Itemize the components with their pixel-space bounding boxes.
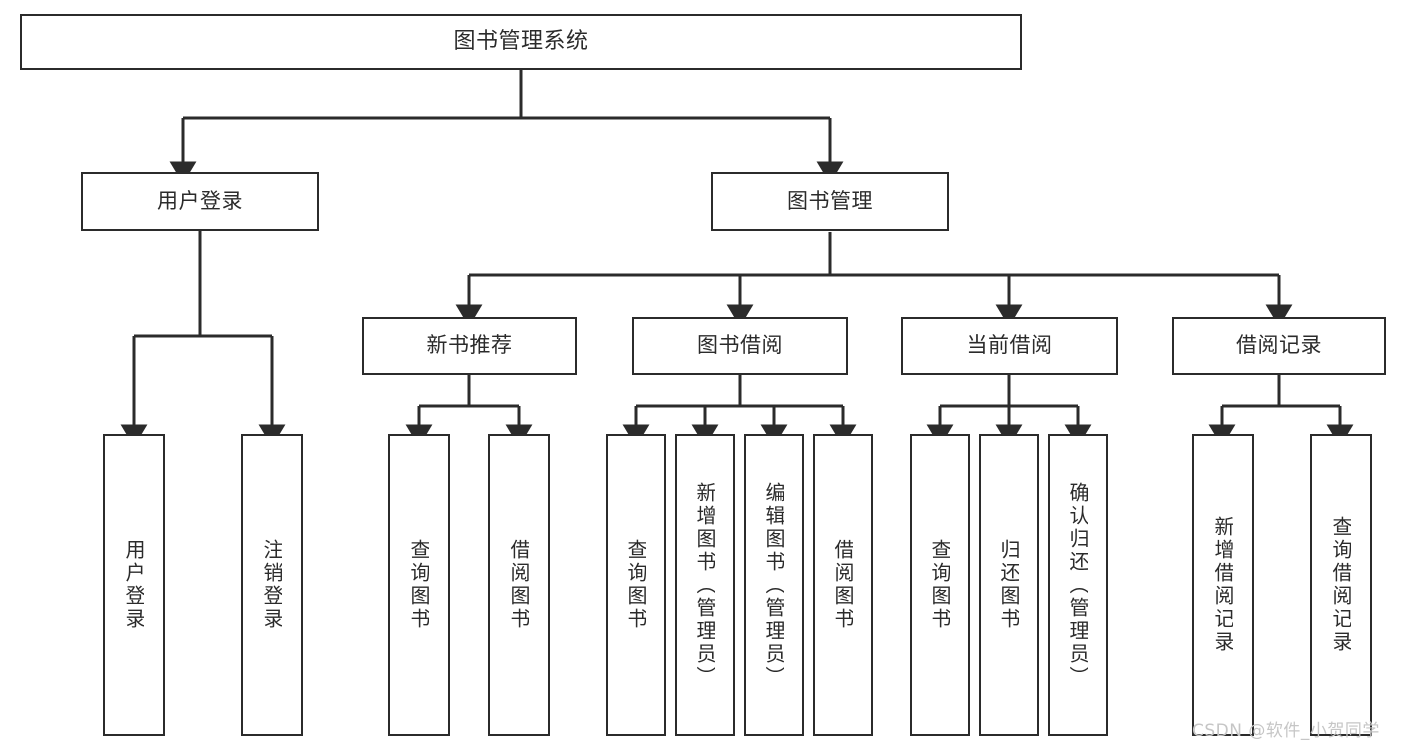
leaf-current-query-book[interactable]: 查询图书 [910, 434, 970, 736]
node-borrow-record-label: 借阅记录 [1236, 333, 1322, 358]
csdn-watermark: CSDN @软件_小贺同学 [1192, 721, 1380, 741]
leaf-user-login-signin-label: 用户登录 [124, 539, 144, 631]
node-new-book-recommend[interactable]: 新书推荐 [362, 317, 577, 375]
leaf-current-confirm-return-admin[interactable]: 确认归还（管理员） [1048, 434, 1108, 736]
leaf-newbook-borrow-book-label: 借阅图书 [509, 539, 529, 631]
leaf-current-query-book-label: 查询图书 [930, 539, 950, 631]
leaf-record-query-record[interactable]: 查询借阅记录 [1310, 434, 1372, 736]
leaf-user-login-signin[interactable]: 用户登录 [103, 434, 165, 736]
leaf-newbook-query-book-label: 查询图书 [409, 539, 429, 631]
leaf-borrow-edit-book-admin[interactable]: 编辑图书（管理员） [744, 434, 804, 736]
leaf-current-confirm-return-admin-label: 确认归还（管理员） [1068, 481, 1088, 689]
leaf-record-add-record[interactable]: 新增借阅记录 [1192, 434, 1254, 736]
leaf-current-return-book-label: 归还图书 [999, 539, 1019, 631]
node-book-borrow-label: 图书借阅 [697, 333, 783, 358]
leaf-user-login-signout-label: 注销登录 [262, 539, 282, 631]
leaf-newbook-borrow-book[interactable]: 借阅图书 [488, 434, 550, 736]
leaf-borrow-query-book[interactable]: 查询图书 [606, 434, 666, 736]
leaf-newbook-query-book[interactable]: 查询图书 [388, 434, 450, 736]
leaf-borrow-edit-book-admin-label: 编辑图书（管理员） [764, 481, 784, 689]
node-borrow-record[interactable]: 借阅记录 [1172, 317, 1386, 375]
leaf-record-add-record-label: 新增借阅记录 [1213, 516, 1233, 654]
node-book-management[interactable]: 图书管理 [711, 172, 949, 231]
leaf-borrow-add-book-admin[interactable]: 新增图书（管理员） [675, 434, 735, 736]
node-current-borrow[interactable]: 当前借阅 [901, 317, 1118, 375]
node-new-book-recommend-label: 新书推荐 [426, 333, 513, 358]
node-user-login[interactable]: 用户登录 [81, 172, 319, 231]
node-root-book-management-system[interactable]: 图书管理系统 [20, 14, 1022, 70]
node-book-borrow[interactable]: 图书借阅 [632, 317, 848, 375]
leaf-borrow-borrow-book-label: 借阅图书 [833, 539, 853, 631]
leaf-current-return-book[interactable]: 归还图书 [979, 434, 1039, 736]
node-book-management-label: 图书管理 [787, 188, 873, 213]
node-current-borrow-label: 当前借阅 [966, 333, 1053, 358]
leaf-borrow-add-book-admin-label: 新增图书（管理员） [695, 481, 715, 689]
leaf-borrow-query-book-label: 查询图书 [626, 539, 646, 631]
node-root-label: 图书管理系统 [453, 28, 589, 54]
leaf-borrow-borrow-book[interactable]: 借阅图书 [813, 434, 873, 736]
leaf-record-query-record-label: 查询借阅记录 [1331, 516, 1351, 654]
node-user-login-label: 用户登录 [157, 188, 243, 213]
leaf-user-login-signout[interactable]: 注销登录 [241, 434, 303, 736]
